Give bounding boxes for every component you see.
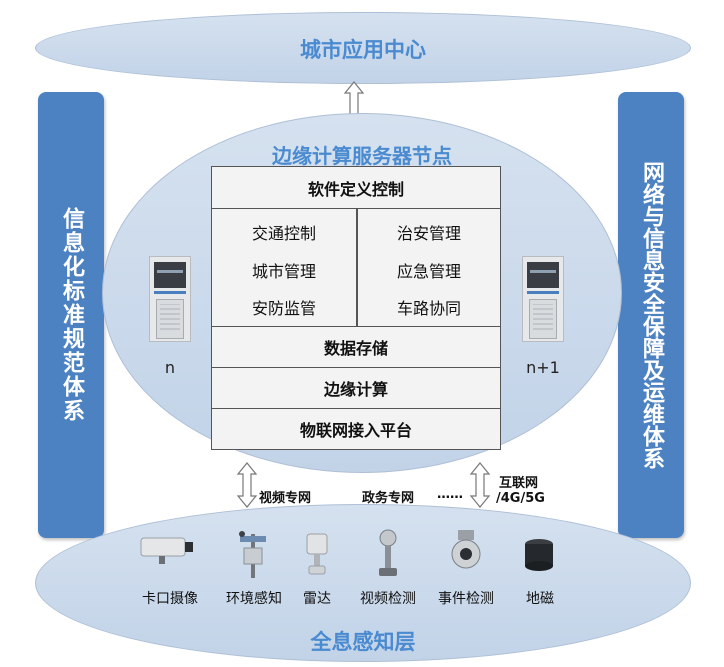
city-application-title: 城市应用中心 (300, 38, 426, 62)
environment-sensor-icon (239, 531, 266, 578)
software-defined-control: 软件定义控制 (212, 167, 500, 209)
security-management: 治安管理 (396, 224, 461, 243)
device-label-event-detection: 事件检测 (438, 591, 494, 607)
geomagnetic-sensor-icon (525, 539, 553, 571)
video-network-arrow (236, 462, 258, 508)
server-cabinet-icon (522, 256, 564, 342)
edge-node-title: 边缘计算服务器节点 (272, 144, 452, 168)
event-detection-icon (451, 530, 481, 569)
server-cabinet-icon (149, 256, 191, 342)
data-storage: 数据存储 (212, 327, 500, 368)
security-sidebar: 网络与信息安全保障及运维体系 (618, 92, 684, 538)
iot-access-platform: 物联网接入平台 (299, 421, 412, 440)
security-supervision: 安防监管 (251, 299, 316, 318)
edge-computing: 边缘计算 (212, 368, 500, 409)
video-network-label: 视频专网 (259, 491, 312, 506)
city-management: 城市管理 (251, 262, 316, 281)
application-block: 交通控制 治安管理 城市管理 应急管理 安防监管 车路协同 (212, 209, 500, 327)
device-label-environment-sensing: 环境感知 (226, 591, 282, 607)
traffic-control: 交通控制 (251, 224, 316, 243)
perception-layer-title: 全息感知层 (310, 630, 416, 654)
video-detection-icon (379, 529, 397, 576)
server-label-n-plus-1: n+1 (526, 358, 560, 377)
checkpoint-camera-icon (140, 537, 193, 564)
city-application-layer (35, 12, 691, 84)
mobile-network-label: /4G/5G (496, 491, 545, 506)
radar-icon (306, 533, 328, 575)
gov-network-label: 政务专网 (362, 491, 415, 506)
internet-arrow (469, 462, 491, 508)
internet-label: 互联网 (499, 476, 539, 491)
device-label-radar: 雷达 (303, 591, 331, 607)
emergency-management: 应急管理 (396, 262, 461, 281)
app-divider (356, 209, 358, 326)
device-label-video-detection: 视频检测 (360, 591, 416, 607)
edge-function-grid: 软件定义控制 交通控制 治安管理 城市管理 应急管理 安防监管 车路协同 数据存… (211, 166, 501, 450)
device-label-checkpoint-camera: 卡口摄像 (142, 591, 198, 607)
ellipsis-label: …… (437, 487, 463, 502)
perception-layer (35, 504, 691, 662)
standards-sidebar: 信息化标准规范体系 (38, 92, 104, 538)
server-label-n: n (164, 358, 176, 377)
device-label-geomagnetic: 地磁 (526, 591, 554, 607)
vehicle-road-coordination: 车路协同 (396, 299, 461, 318)
